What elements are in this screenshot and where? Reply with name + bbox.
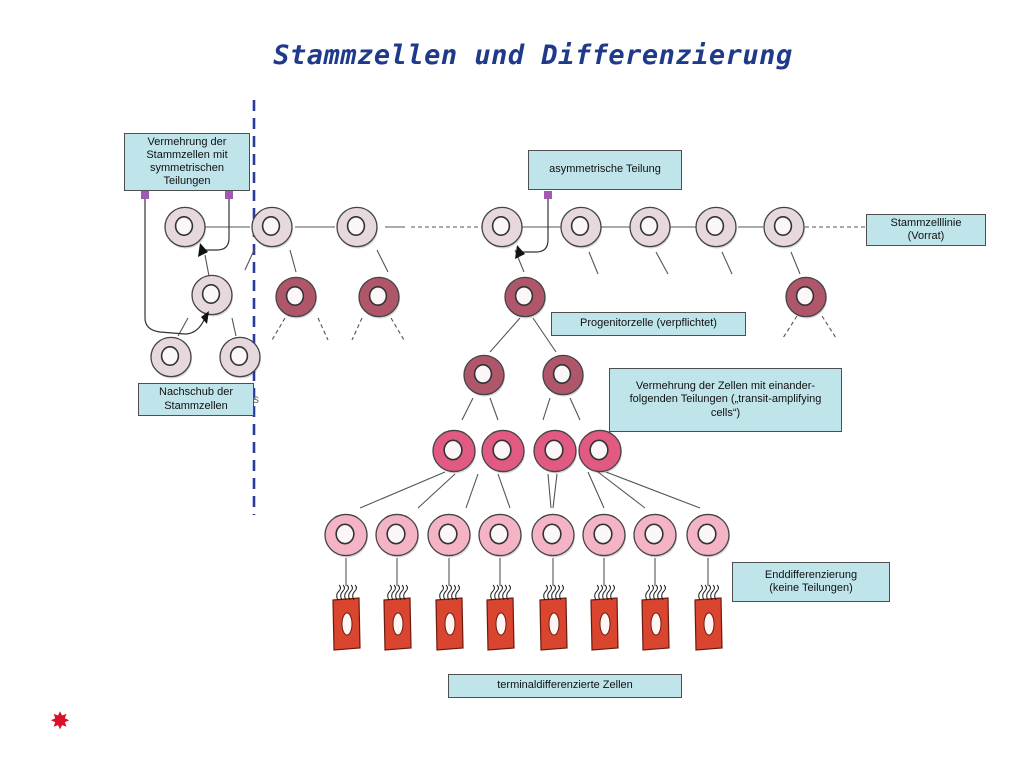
connector-line <box>821 315 837 339</box>
transit-cell <box>481 429 525 474</box>
terminal-cell <box>539 584 568 651</box>
connector-line <box>542 397 551 421</box>
connector-line <box>231 317 237 337</box>
connector-line <box>497 473 511 509</box>
cell-layer <box>150 206 827 651</box>
connector-line <box>204 254 210 277</box>
transit-cell <box>432 429 476 474</box>
arrow-head-icon <box>201 311 209 324</box>
symmetric-division-label: Vermehrung der Stammzellen mit symmetris… <box>124 133 250 191</box>
connector-line <box>587 471 605 509</box>
connector-lines <box>177 100 866 586</box>
terminal-cell <box>641 584 670 651</box>
terminal-cell <box>486 584 515 651</box>
connector-line <box>655 251 669 275</box>
end-differentiation-cell <box>478 513 522 558</box>
connector-line <box>271 317 286 341</box>
progenitor-cell <box>275 276 317 319</box>
stem-cell <box>763 206 805 249</box>
connector-line <box>390 317 405 341</box>
connector-line <box>465 473 479 509</box>
arrow-head-icon <box>198 243 208 257</box>
end-differentiation-cell <box>324 513 368 558</box>
connector-line <box>552 473 558 509</box>
terminal-cell <box>694 584 723 651</box>
stem-cell <box>629 206 671 249</box>
connector-line <box>359 471 446 509</box>
connector-line <box>588 251 599 275</box>
connector-line <box>461 397 474 421</box>
terminal-cell <box>435 584 464 651</box>
transit-amplifying-label: Vermehrung der Zellen mit einander- folg… <box>609 368 842 432</box>
connector-line <box>489 317 521 353</box>
end-differentiation-cell <box>531 513 575 558</box>
connector-line <box>790 251 801 275</box>
connector-line <box>417 473 456 509</box>
stem-cell <box>481 206 523 249</box>
end-differentiation-cell <box>633 513 677 558</box>
end-differentiation-label: Enddifferenzierung (keine Teilungen) <box>732 562 890 602</box>
transit-cell <box>463 354 505 397</box>
connector-line <box>244 247 256 271</box>
transit-cell <box>542 354 584 397</box>
transit-cell <box>578 429 622 474</box>
terminal-cells-label: terminaldifferenzierte Zellen <box>448 674 682 698</box>
connector-line <box>721 251 733 275</box>
stem-cell <box>251 206 293 249</box>
connector-line <box>317 317 329 341</box>
asymmetric-arrow <box>522 198 549 253</box>
end-differentiation-cell <box>582 513 626 558</box>
supply-arrow <box>144 198 206 335</box>
stem-cell <box>219 336 261 379</box>
stem-cell <box>150 336 192 379</box>
stem-cell <box>560 206 602 249</box>
progenitor-label: Progenitorzelle (verpflichtet) <box>551 312 746 336</box>
symmetric-arrow <box>205 198 230 251</box>
asymmetric-division-label: asymmetrische Teilung <box>528 150 682 190</box>
end-differentiation-cell <box>427 513 471 558</box>
star-icon: ✸ <box>49 708 71 735</box>
transit-cell <box>533 429 577 474</box>
end-differentiation-cell <box>686 513 730 558</box>
progenitor-cell <box>358 276 400 319</box>
stem-cell <box>695 206 737 249</box>
stem-cell <box>164 206 206 249</box>
arrow-head-icon <box>515 245 525 259</box>
marker-square <box>544 191 552 199</box>
progenitor-cell <box>785 276 827 319</box>
stem-line-label: Stammzelllinie (Vorrat) <box>866 214 986 246</box>
stem-supply-label: Nachschub der Stammzellen <box>138 383 254 416</box>
connector-line <box>532 317 557 353</box>
progenitor-cell <box>504 276 546 319</box>
marker-square <box>141 191 149 199</box>
terminal-cell <box>590 584 619 651</box>
connector-line <box>547 473 552 509</box>
connector-line <box>597 471 646 509</box>
connector-line <box>289 249 297 273</box>
terminal-cell <box>332 584 361 651</box>
connector-line <box>351 317 363 341</box>
terminal-cell <box>383 584 412 651</box>
connector-line <box>376 249 389 273</box>
end-differentiation-cell <box>375 513 419 558</box>
stem-cell <box>191 274 233 317</box>
markers-layer <box>141 191 552 335</box>
connector-line <box>569 397 581 421</box>
connector-line <box>489 397 499 421</box>
connector-line <box>605 471 701 509</box>
stray-letter: s <box>253 392 259 406</box>
connector-line <box>782 315 798 339</box>
stem-cell <box>336 206 378 249</box>
marker-square <box>225 191 233 199</box>
page-title: Stammzellen und Differenzierung <box>273 40 793 71</box>
